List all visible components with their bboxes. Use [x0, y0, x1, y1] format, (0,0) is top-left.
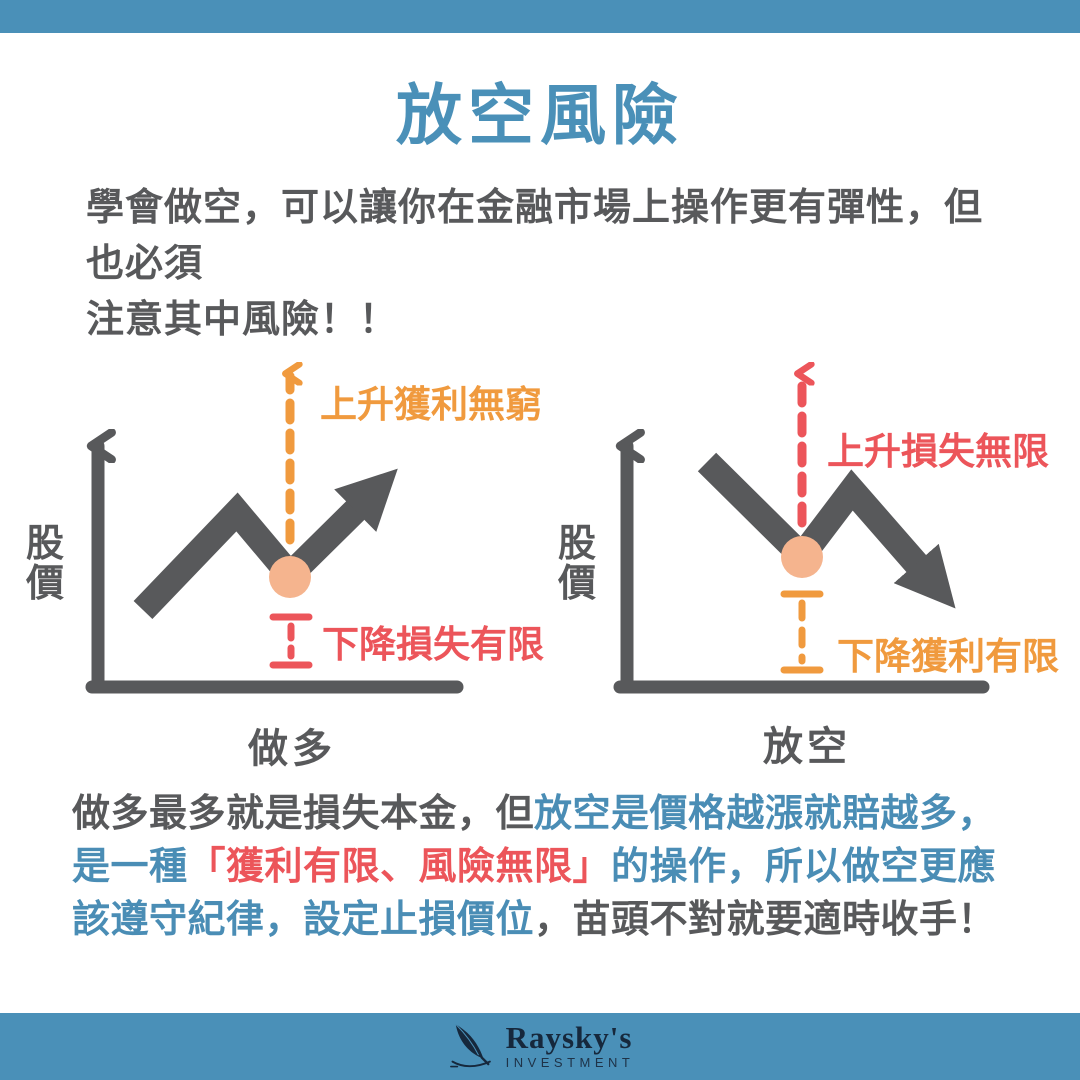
- falling-price-zigzag-arrow: [697, 452, 956, 609]
- brand-name: Raysky's: [505, 1019, 633, 1055]
- conclusion-run: 做多最多就是損失本金，但: [72, 793, 535, 835]
- brand-logo-text: Raysky's INVESTMENT: [505, 1019, 635, 1071]
- left-downside-label: 下降損失有限: [322, 624, 544, 665]
- limited-profit-ibeam: [780, 590, 824, 674]
- right-upside-label: 上升損失無限: [827, 431, 1049, 472]
- short-position-chart-graphic: [613, 340, 990, 694]
- intro-line-1: 學會做空，可以讓你在金融市場上操作更有彈性，但也必須: [86, 187, 984, 285]
- entry-point-dot: [781, 536, 823, 578]
- intro-line-2: 注意其中風險！！: [86, 299, 399, 341]
- short-position-diagram: 股價 上升損失無限 下降獲利有限 放空: [550, 340, 1070, 770]
- top-border-band: [0, 0, 1080, 33]
- long-position-chart-graphic: [85, 340, 464, 694]
- left-x-axis-label: 做多: [248, 727, 336, 771]
- limited-downside-ibeam: [269, 613, 313, 669]
- left-y-axis-label: 股價: [26, 523, 65, 605]
- long-position-diagram: 股價 上升獲利無窮 下降損失有限 做多: [20, 340, 544, 771]
- conclusion-run: 的操作，所以做空更應該遵守紀律，設定止損價位: [72, 846, 997, 941]
- quill-feather-icon: [449, 1023, 491, 1067]
- brand-subtitle: INVESTMENT: [505, 1054, 635, 1070]
- right-y-axis-label: 股價: [558, 523, 597, 605]
- right-x-axis-label: 放空: [763, 725, 851, 769]
- entry-point-dot: [269, 556, 311, 598]
- intro-paragraph: 學會做空，可以讓你在金融市場上操作更有彈性，但也必須 注意其中風險！！: [86, 180, 1006, 348]
- conclusion-run: 「獲利有限、風險無限」: [187, 846, 612, 888]
- conclusion-run: 放空是價格越漲就賠越多，是一種: [72, 793, 997, 888]
- brand-logo: Raysky's INVESTMENT: [446, 1021, 635, 1073]
- conclusion-run: ，苗頭不對就要適時收手！: [534, 899, 997, 941]
- page-title: 放空風險: [396, 78, 684, 152]
- bottom-border-band: Raysky's INVESTMENT: [0, 1013, 1080, 1080]
- left-upside-label: 上升獲利無窮: [320, 384, 542, 425]
- rising-price-zigzag-arrow: [133, 468, 398, 619]
- conclusion-paragraph: 做多最多就是損失本金，但放空是價格越漲就賠越多，是一種「獲利有限、風險無限」的操…: [72, 788, 1024, 947]
- right-downside-label: 下降獲利有限: [837, 636, 1059, 677]
